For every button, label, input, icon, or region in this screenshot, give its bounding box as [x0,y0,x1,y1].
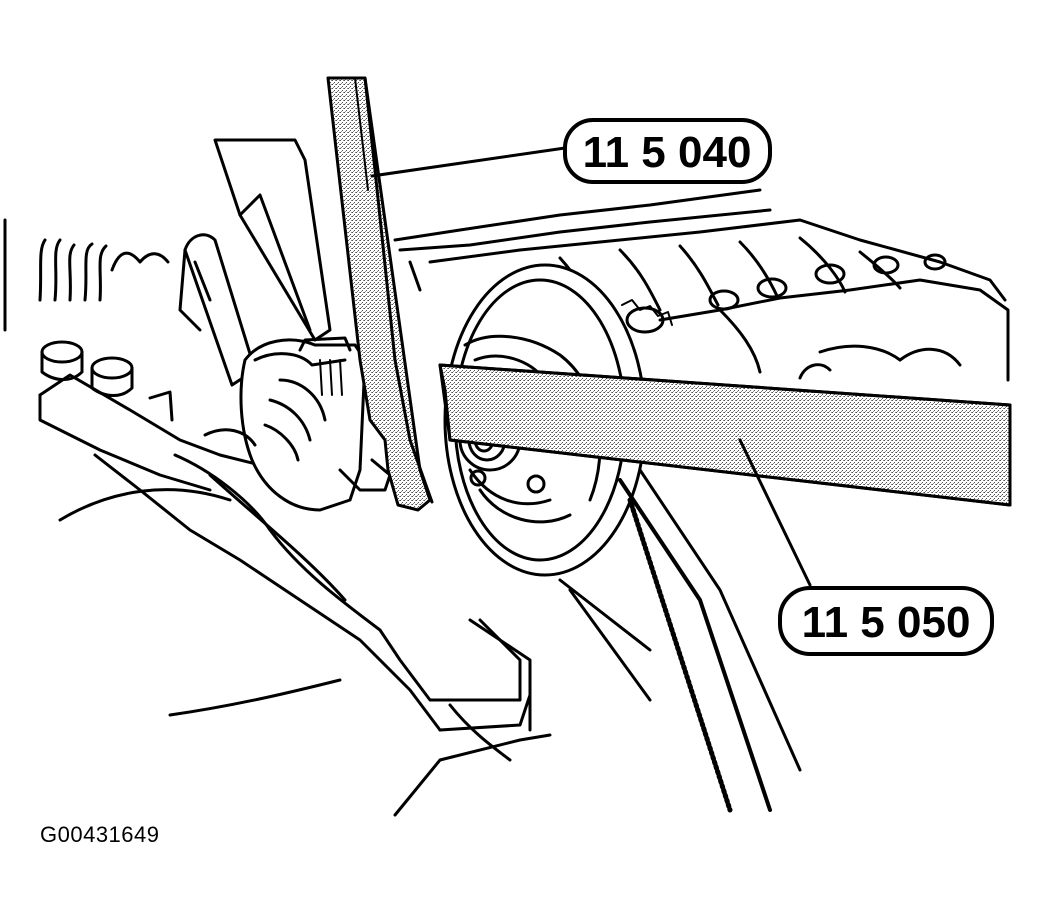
drive-belt [618,468,802,813]
cylinder-bumps [621,253,947,334]
left-engine-block [38,373,552,817]
pulley [443,263,652,702]
background-hoses [3,218,170,332]
fan-blades [178,138,332,387]
holding-bar-tool [438,363,1012,507]
callout-label-upper: 11 5 040 [583,128,752,177]
pin-wrench-tool [326,76,434,512]
callout-box-lower [778,586,994,656]
leader-lines [370,146,812,587]
callout-label-lower: 11 5 050 [802,598,971,647]
oil-caps [40,340,174,422]
figure-id-label: G00431649 [40,822,160,847]
right-valve-cover [393,188,1010,382]
callout-box-upper [563,118,772,184]
fan-clutch [203,336,392,512]
